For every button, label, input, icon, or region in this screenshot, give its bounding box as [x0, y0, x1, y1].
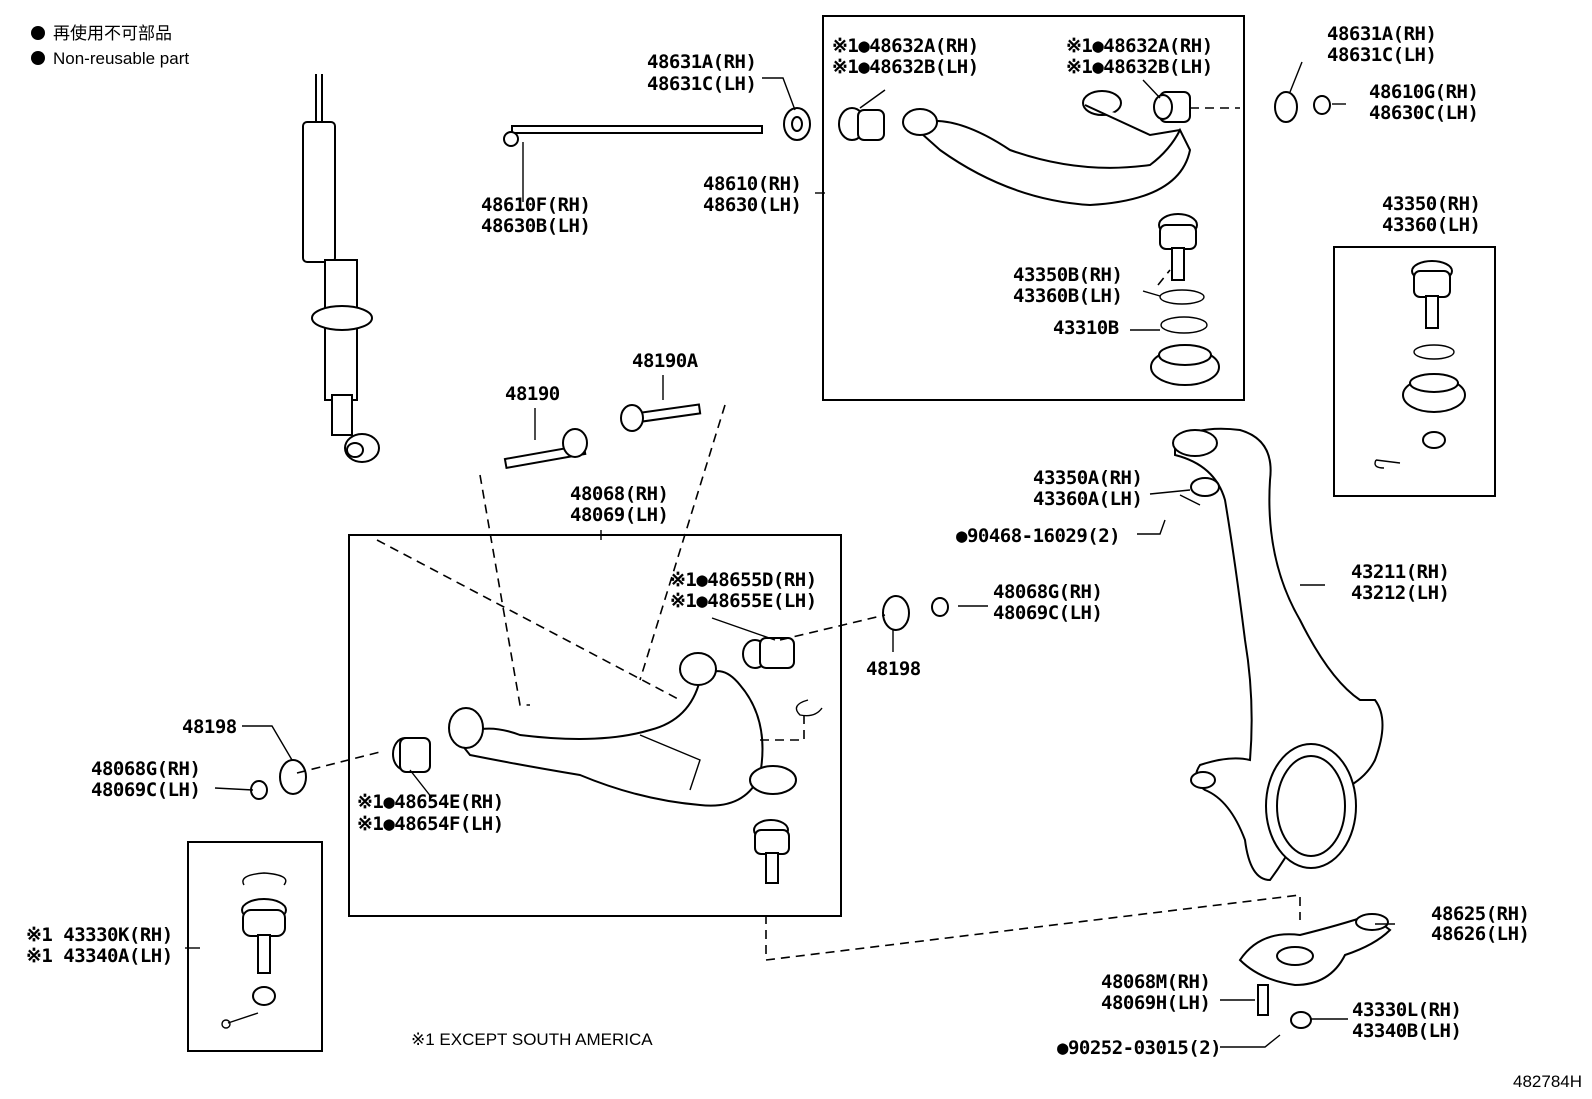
- label-48654F: ※1●48654F(LH): [357, 813, 504, 835]
- lower-arm-box: [348, 534, 842, 917]
- label-48068G-right: 48068G(RH): [993, 581, 1102, 603]
- label-48198-left: 48198: [182, 716, 237, 738]
- label-43340A: ※1 43340A(LH): [26, 945, 173, 967]
- lower-control-arm: [250, 595, 949, 884]
- label-43360B: 43360B(LH): [1013, 285, 1122, 307]
- shock-absorber: [302, 74, 380, 463]
- upper-ball-joint-kit: [1374, 260, 1466, 469]
- label-48069C-right: 48069C(LH): [993, 602, 1102, 624]
- leader-lines: [185, 61, 1395, 1048]
- label-48630: 48630(LH): [703, 194, 801, 216]
- label-48654E: ※1●48654E(RH): [357, 791, 504, 813]
- legend-en: Non-reusable part: [53, 49, 189, 68]
- label-48610G: 48610G(RH): [1369, 81, 1478, 103]
- label-48631A-left: 48631A(RH): [647, 51, 756, 73]
- label-43350: 43350(RH): [1382, 193, 1480, 215]
- upper-arm-box: [822, 15, 1245, 401]
- label-43350B: 43350B(RH): [1013, 264, 1122, 286]
- label-48626: 48626(LH): [1431, 923, 1529, 945]
- lower-ball-joint-box: [187, 841, 323, 1052]
- footnote: ※1 EXCEPT SOUTH AMERICA: [411, 1030, 653, 1049]
- label-43330L: 43330L(RH): [1352, 999, 1461, 1021]
- label-48190A: 48190A: [632, 350, 699, 372]
- label-43350A: 43350A(RH): [1033, 467, 1142, 489]
- lower-ball-joint-kit: [221, 872, 287, 1029]
- upper-control-arm: [838, 90, 1331, 386]
- upper-ball-joint-box: [1333, 246, 1496, 497]
- label-48069C-left: 48069C(LH): [91, 779, 200, 801]
- label-48610: 48610(RH): [703, 173, 801, 195]
- label-48610F: 48610F(RH): [481, 194, 590, 216]
- label-48198-right: 48198: [866, 658, 921, 680]
- label-48630B: 48630B(LH): [481, 215, 590, 237]
- legend-jp: 再使用不可部品: [53, 23, 172, 43]
- rod-48610F: [503, 107, 811, 147]
- label-48069: 48069(LH): [570, 504, 668, 526]
- steering-knuckle: [1172, 427, 1384, 882]
- label-48632B-left: ※1●48632B(LH): [832, 56, 979, 78]
- label-90252: ●90252-03015(2): [1057, 1037, 1221, 1059]
- label-48190: 48190: [505, 383, 560, 405]
- label-48655E: ※1●48655E(LH): [670, 590, 817, 612]
- cam-bolts: [503, 403, 702, 470]
- label-43212: 43212(LH): [1351, 582, 1449, 604]
- dashed-connectors: [296, 107, 1301, 961]
- label-48632A-right: ※1●48632A(RH): [1066, 35, 1213, 57]
- label-90468: ●90468-16029(2): [956, 525, 1120, 547]
- label-48655D: ※1●48655D(RH): [670, 569, 817, 591]
- label-48068M: 48068M(RH): [1101, 971, 1210, 993]
- label-43360: 43360(LH): [1382, 214, 1480, 236]
- label-48068G-left: 48068G(RH): [91, 758, 200, 780]
- bullet-icon: [31, 51, 45, 65]
- label-43330K: ※1 43330K(RH): [26, 924, 173, 946]
- label-43310B: 43310B: [1053, 317, 1119, 339]
- label-48631C-right: 48631C(LH): [1327, 44, 1436, 66]
- label-48625: 48625(RH): [1431, 903, 1529, 925]
- legend: 再使用不可部品 Non-reusable part: [31, 23, 189, 68]
- label-43340B: 43340B(LH): [1352, 1020, 1461, 1042]
- label-48632A-left: ※1●48632A(RH): [832, 35, 979, 57]
- label-48632B-right: ※1●48632B(LH): [1066, 56, 1213, 78]
- label-48069H: 48069H(LH): [1101, 992, 1210, 1014]
- label-43360A: 43360A(LH): [1033, 488, 1142, 510]
- bullet-icon: [31, 26, 45, 40]
- steering-arm: [1238, 913, 1392, 1029]
- part-labels: 48631A(RH) 48631C(LH) 48610F(RH) 48630B(…: [26, 23, 1530, 1059]
- label-43211: 43211(RH): [1351, 561, 1449, 583]
- label-48631C-left: 48631C(LH): [647, 73, 756, 95]
- illustration-number: 482784H: [1513, 1072, 1582, 1091]
- label-48068: 48068(RH): [570, 483, 668, 505]
- label-48631A-right: 48631A(RH): [1327, 23, 1436, 45]
- label-48630C: 48630C(LH): [1369, 102, 1478, 124]
